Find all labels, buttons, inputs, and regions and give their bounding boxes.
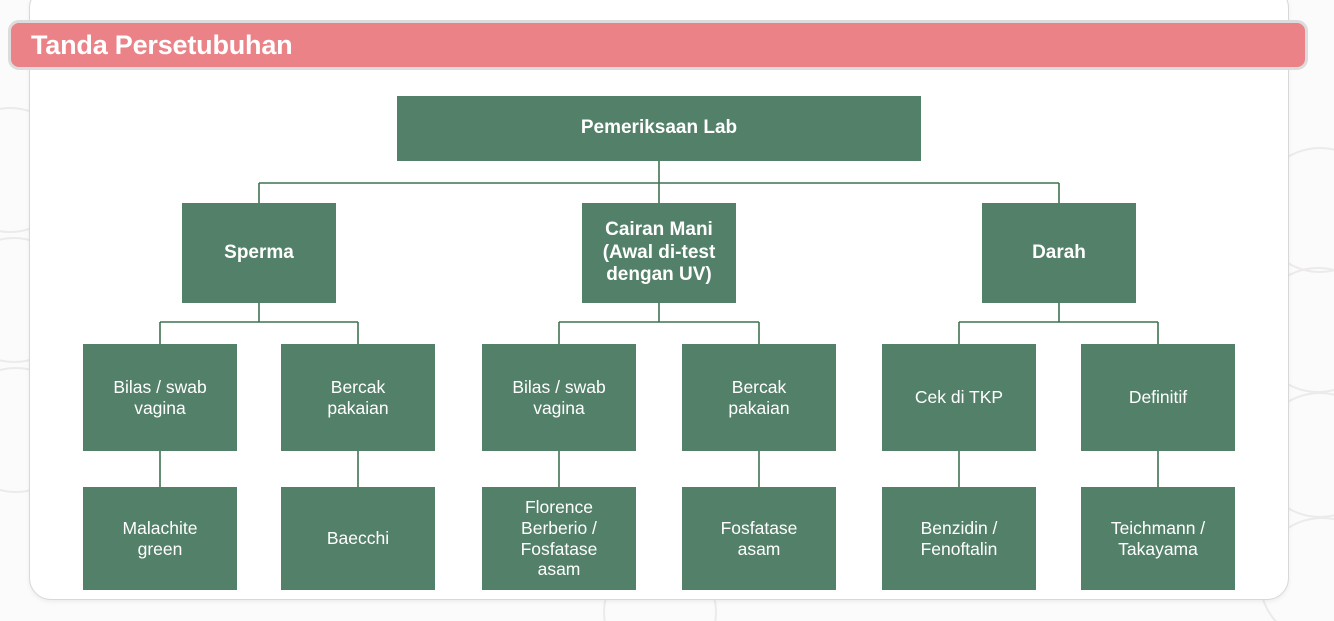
node-baecchi[interactable]: Baecchi	[281, 487, 435, 590]
node-pemeriksaan-lab[interactable]: Pemeriksaan Lab	[397, 96, 921, 161]
node-label: Teichmann / Takayama	[1110, 517, 1206, 559]
node-label: Bercak pakaian	[327, 376, 389, 418]
node-label: Bilas / swab vagina	[512, 376, 606, 418]
node-label: Sperma	[224, 241, 294, 263]
node-florence-berberio-fosfatase-asam[interactable]: Florence Berberio / Fosfatase asam	[482, 487, 636, 590]
node-label: Fosfatase asam	[720, 517, 798, 559]
node-mani-bercak-pakaian[interactable]: Bercak pakaian	[682, 344, 836, 451]
node-label: Cairan Mani (Awal di-test dengan UV)	[602, 219, 716, 286]
node-label: Darah	[1032, 241, 1086, 263]
section-header-bar: Tanda Persetubuhan	[8, 20, 1308, 70]
node-label: Cek di TKP	[914, 387, 1004, 408]
node-label: Definitif	[1128, 387, 1188, 408]
node-teichmann-takayama[interactable]: Teichmann / Takayama	[1081, 487, 1235, 590]
node-label: Bilas / swab vagina	[113, 376, 207, 418]
page-title: Tanda Persetubuhan	[31, 29, 293, 60]
node-label: Bercak pakaian	[728, 376, 790, 418]
node-darah[interactable]: Darah	[982, 203, 1136, 303]
node-label: Baecchi	[326, 528, 390, 549]
node-cairan-mani[interactable]: Cairan Mani (Awal di-test dengan UV)	[582, 203, 736, 303]
node-mani-bilas-swab-vagina[interactable]: Bilas / swab vagina	[482, 344, 636, 451]
node-sperma[interactable]: Sperma	[182, 203, 336, 303]
node-fosfatase-asam[interactable]: Fosfatase asam	[682, 487, 836, 590]
node-malachite-green[interactable]: Malachite green	[83, 487, 237, 590]
node-label: Benzidin / Fenoftalin	[920, 517, 998, 559]
node-label: Malachite green	[122, 517, 198, 559]
node-benzidin-fenoftalin[interactable]: Benzidin / Fenoftalin	[882, 487, 1036, 590]
node-label: Pemeriksaan Lab	[580, 117, 738, 139]
node-cek-di-tkp[interactable]: Cek di TKP	[882, 344, 1036, 451]
node-definitif[interactable]: Definitif	[1081, 344, 1235, 451]
node-label: Florence Berberio / Fosfatase asam	[520, 497, 598, 580]
node-sperma-bercak-pakaian[interactable]: Bercak pakaian	[281, 344, 435, 451]
node-sperma-bilas-swab-vagina[interactable]: Bilas / swab vagina	[83, 344, 237, 451]
